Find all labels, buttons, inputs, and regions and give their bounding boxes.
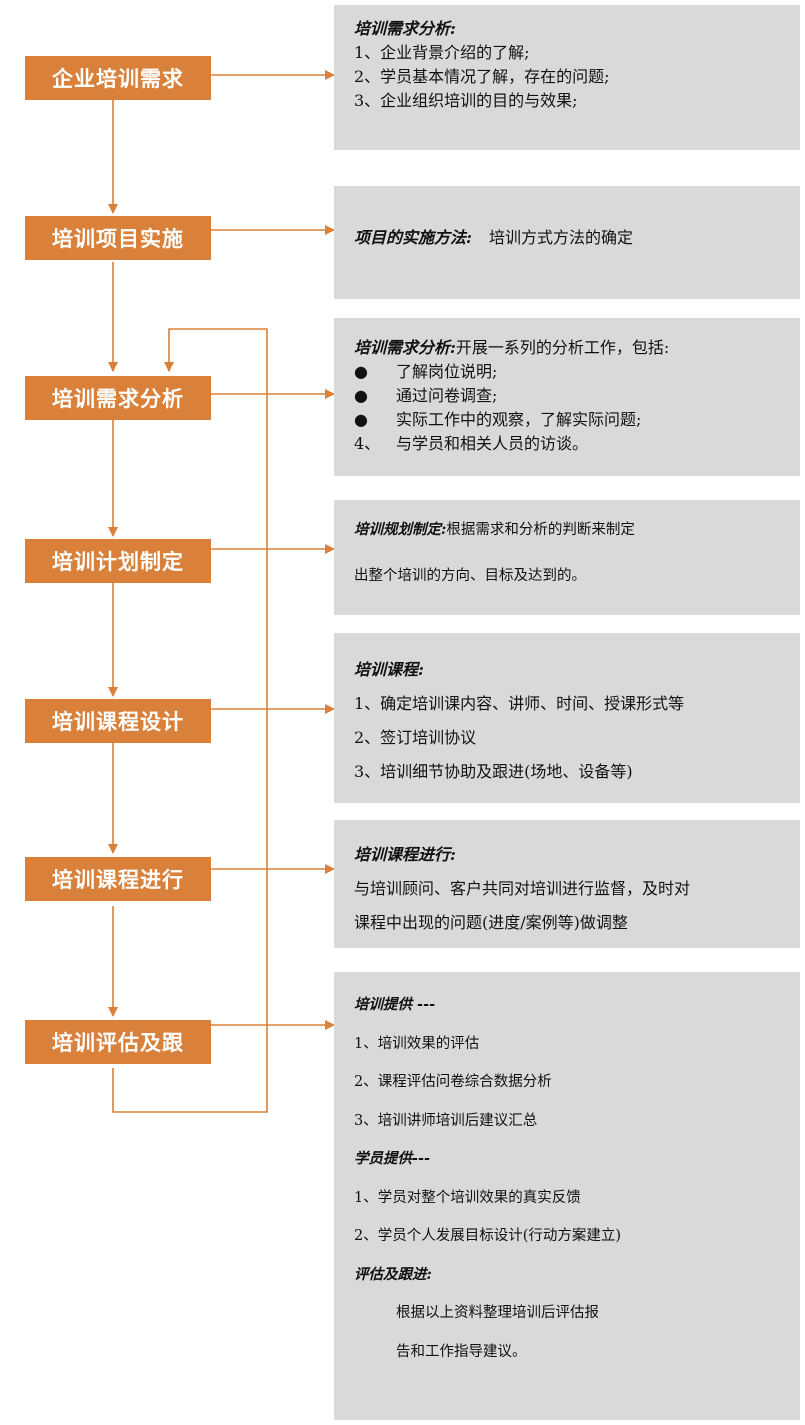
panel-item: 3、培训讲师培训后建议汇总 xyxy=(354,1112,538,1129)
panel-text: 出整个培训的方向、目标及达到的。 xyxy=(354,568,586,584)
panel-title: 培训规划制定: xyxy=(354,521,447,538)
panel-implementation: 项目的实施方法: 培训方式方法的确定 xyxy=(334,186,800,299)
panel-item: 2、学员个人发展目标设计(行动方案建立) xyxy=(354,1228,622,1244)
panel-item: 1、确定培训课内容、讲师、时间、授课形式等 xyxy=(354,694,685,713)
bullet-text: 通过问卷调查; xyxy=(396,386,498,405)
panel-evaluation: 培训提供 --- 1、培训效果的评估 2、课程评估问卷综合数据分析 3、培训讲师… xyxy=(334,972,800,1420)
panel-title-rest: 开展一系列的分析工作，包括: xyxy=(455,338,670,357)
panel-item: 2、学员基本情况了解，存在的问题; xyxy=(354,67,610,86)
panel-item: 3、企业组织培训的目的与效果; xyxy=(354,91,578,110)
panel-needs-analysis: 培训需求分析: 1、企业背景介绍的了解; 2、学员基本情况了解，存在的问题; 3… xyxy=(334,5,800,150)
panel-text: 课程中出现的问题(进度/案例等)做调整 xyxy=(354,913,628,932)
panel-text: 告和工作指导建议。 xyxy=(396,1343,527,1360)
panel-item: 1、学员对整个培训效果的真实反馈 xyxy=(354,1189,581,1206)
step-box-4: 培训计划制定 xyxy=(25,539,211,583)
panel-course-progress: 培训课程进行: 与培训顾问、客户共同对培训进行监督，及时对 课程中出现的问题(进… xyxy=(334,820,800,948)
panel-title: 培训需求分析: xyxy=(354,19,456,38)
panel-title: 培训课程进行: xyxy=(354,845,456,864)
step-box-5: 培训课程设计 xyxy=(25,699,211,743)
bullet-marker: 4、 xyxy=(354,434,381,453)
panel-title: 培训提供 --- xyxy=(354,996,436,1013)
bullet-marker: ● xyxy=(354,362,368,381)
panel-planning: 培训规划制定:根据需求和分析的判断来制定 出整个培训的方向、目标及达到的。 xyxy=(334,500,800,615)
panel-course-design: 培训课程: 1、确定培训课内容、讲师、时间、授课形式等 2、签订培训协议 3、培… xyxy=(334,633,800,803)
step-box-6: 培训课程进行 xyxy=(25,857,211,901)
panel-text: 根据以上资料整理培训后评估报 xyxy=(396,1305,599,1321)
bullet-text: 与学员和相关人员的访谈。 xyxy=(396,434,589,453)
step-box-1: 企业培训需求 xyxy=(25,56,211,100)
panel-subtitle: 评估及跟进: xyxy=(354,1265,432,1283)
step-box-3: 培训需求分析 xyxy=(25,376,211,420)
panel-title-rest: 根据需求和分析的判断来制定 xyxy=(446,522,635,538)
panel-text: 与培训顾问、客户共同对培训进行监督，及时对 xyxy=(354,879,691,898)
panel-item: 1、培训效果的评估 xyxy=(354,1035,480,1052)
bullet-marker: ● xyxy=(354,386,368,405)
step-box-2: 培训项目实施 xyxy=(25,216,211,260)
panel-item: 3、培训细节协助及跟进(场地、设备等) xyxy=(354,762,633,781)
panel-title: 培训课程: xyxy=(354,660,424,679)
bullet-text: 了解岗位说明; xyxy=(396,362,498,381)
panel-needs-analysis-detail: 培训需求分析:开展一系列的分析工作，包括: ●了解岗位说明; ●通过问卷调查; … xyxy=(334,318,800,476)
panel-title: 项目的实施方法: xyxy=(354,228,472,247)
panel-text: 培训方式方法的确定 xyxy=(489,228,634,247)
step-box-7: 培训评估及跟 xyxy=(25,1020,211,1064)
panel-item: 2、课程评估问卷综合数据分析 xyxy=(354,1074,552,1090)
feedback-loop-arrow xyxy=(112,328,268,1113)
panel-item: 1、企业背景介绍的了解; xyxy=(354,43,530,62)
panel-item: 2、签订培训协议 xyxy=(354,728,477,747)
bullet-text: 实际工作中的观察，了解实际问题; xyxy=(396,410,642,429)
bullet-marker: ● xyxy=(354,410,368,429)
panel-subtitle: 学员提供--- xyxy=(354,1150,431,1167)
panel-title: 培训需求分析: xyxy=(354,338,456,357)
